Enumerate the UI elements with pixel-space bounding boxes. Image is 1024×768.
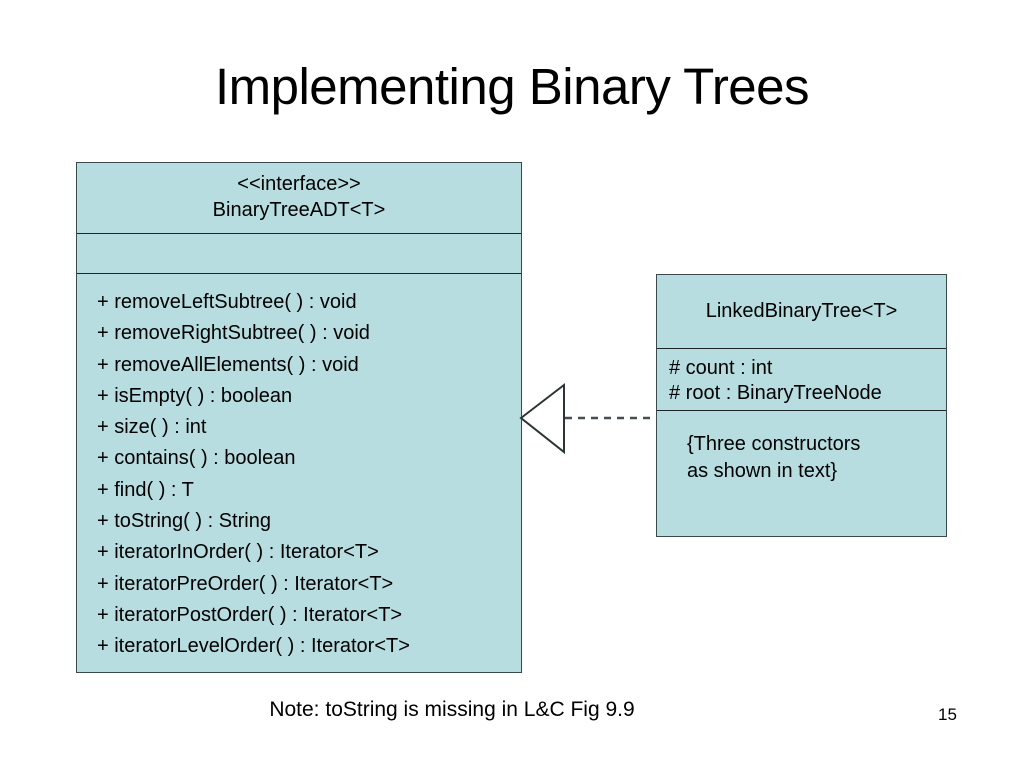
note-row: as shown in text} bbox=[687, 460, 838, 482]
impl-attributes-compartment: # count : int # root : BinaryTreeNode bbox=[657, 348, 946, 410]
method-row: + find( ) : T bbox=[97, 478, 194, 501]
page-title: Implementing Binary Trees bbox=[214, 58, 810, 115]
method-row: + iteratorLevelOrder( ) : Iterator<T> bbox=[97, 635, 410, 658]
impl-class-name: LinkedBinaryTree<T> bbox=[705, 300, 898, 322]
method-row: + removeLeftSubtree( ) : void bbox=[97, 291, 357, 313]
method-row: + iteratorInOrder( ) : Iterator<T> bbox=[97, 541, 379, 564]
page-number: 15 bbox=[938, 705, 957, 724]
uml-class-linkedbinarytree[interactable]: LinkedBinaryTree<T> # count : int # root… bbox=[656, 274, 947, 537]
uml-class-interface-binarytreeadt[interactable]: <<interface>> BinaryTreeADT<T> + removeL… bbox=[76, 162, 522, 673]
attribute-row: # count : int bbox=[669, 357, 773, 379]
impl-notes-compartment: {Three constructors as shown in text} bbox=[657, 410, 946, 485]
interface-class-name: BinaryTreeADT<T> bbox=[212, 199, 386, 221]
method-row: + iteratorPostOrder( ) : Iterator<T> bbox=[97, 603, 403, 626]
footer-note: Note: toString is missing in L&C Fig 9.9 bbox=[269, 698, 635, 721]
interface-attributes-compartment bbox=[77, 233, 521, 273]
method-row: + contains( ) : boolean bbox=[97, 447, 296, 470]
impl-header-compartment: LinkedBinaryTree<T> bbox=[657, 275, 946, 348]
hollow-triangle-arrowhead bbox=[519, 382, 565, 455]
method-row: + iteratorPreOrder( ) : Iterator<T> bbox=[97, 572, 394, 595]
method-row: + removeAllElements( ) : void bbox=[97, 353, 359, 376]
method-row: + removeRightSubtree( ) : void bbox=[97, 322, 370, 345]
attribute-row: # root : BinaryTreeNode bbox=[669, 382, 882, 404]
interface-stereotype: <<interface>> bbox=[237, 173, 361, 195]
method-row: + isEmpty( ) : boolean bbox=[97, 384, 293, 407]
interface-methods-compartment: + removeLeftSubtree( ) : void + removeRi… bbox=[77, 273, 521, 663]
interface-header-compartment: <<interface>> BinaryTreeADT<T> bbox=[77, 163, 521, 233]
method-row: + toString( ) : String bbox=[97, 510, 271, 533]
method-row: + size( ) : int bbox=[97, 416, 207, 439]
realization-arrow-icon bbox=[519, 382, 657, 455]
note-row: {Three constructors bbox=[687, 433, 861, 455]
